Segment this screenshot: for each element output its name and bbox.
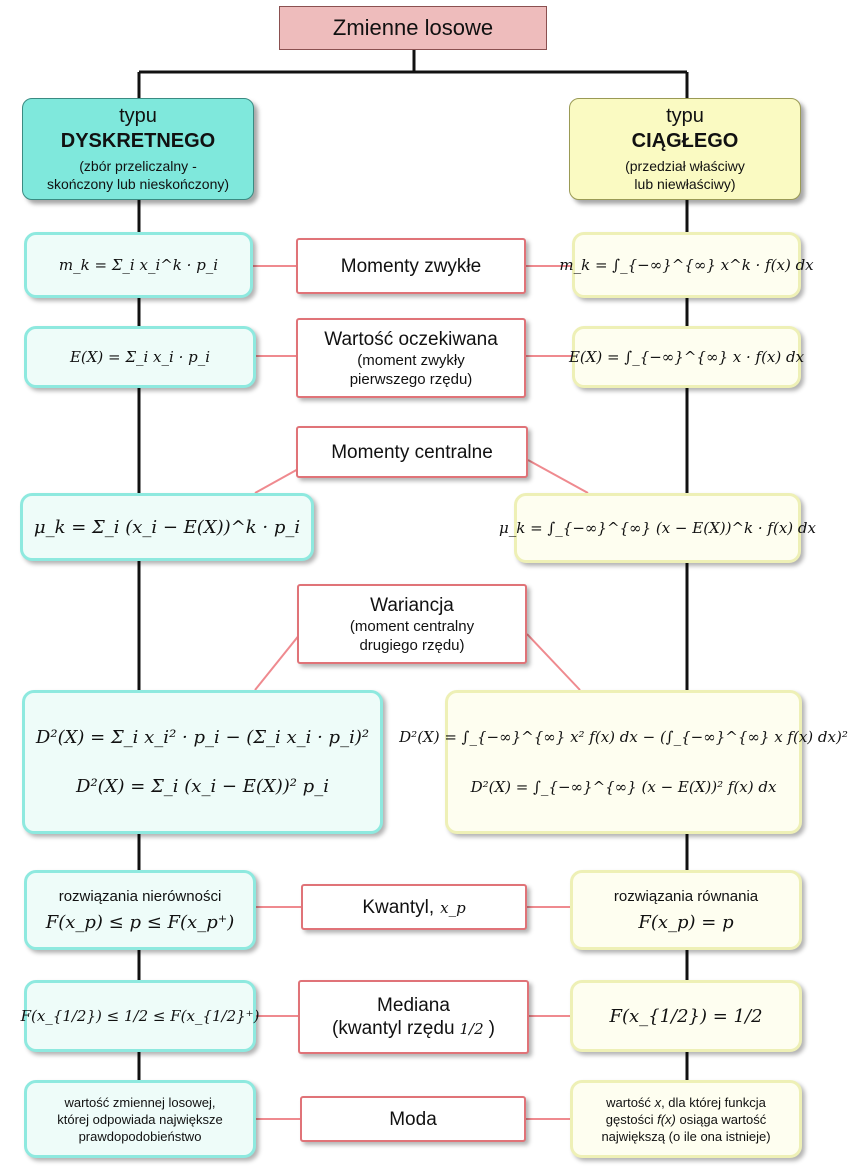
formula: F(x_{1/2}) = 1/2	[609, 1005, 763, 1027]
page-title: Zmienne losowe	[279, 6, 547, 50]
formula: E(X) = Σ_i x_i · p_i	[69, 348, 211, 366]
formula: m_k = Σ_i x_i^k · p_i	[58, 256, 219, 274]
discrete-moments-formula: m_k = Σ_i x_i^k · p_i	[24, 232, 253, 298]
continuous-median-formula: F(x_{1/2}) = 1/2	[570, 980, 802, 1052]
label-sub2: drugiego rzędu)	[359, 636, 465, 654]
mode-discrete-line3: prawdopodobieństwo	[78, 1128, 202, 1144]
mode-discrete-line1: wartość zmiennej losowej,	[64, 1094, 216, 1110]
formula: m_k = ∫_{−∞}^{∞} x^k · f(x) dx	[559, 256, 814, 274]
discrete-header-line1: typu	[119, 105, 157, 127]
continuous-header-line1: typu	[666, 105, 704, 127]
mode-continuous-line1: wartość x, dla której funkcja	[606, 1094, 766, 1111]
label-expected-value: Wartość oczekiwana (moment zwykły pierws…	[296, 318, 526, 398]
mode-c-pre: wartość	[606, 1094, 651, 1110]
page-title-text: Zmienne losowe	[332, 15, 494, 40]
mode-c-pre2: gęstości	[605, 1111, 654, 1127]
label-text: Momenty centralne	[331, 441, 493, 463]
discrete-quantile-formula: rozwiązania nierówności F(x_p) ≤ p ≤ F(x…	[24, 870, 256, 950]
continuous-moments-formula: m_k = ∫_{−∞}^{∞} x^k · f(x) dx	[559, 232, 814, 298]
discrete-header: typu DYSKRETNEGO (zbór przeliczalny - sk…	[22, 98, 254, 200]
label-text: Wariancja	[370, 594, 454, 616]
formula-2: D²(X) = Σ_i (x_i − E(X))² p_i	[76, 776, 329, 797]
label-median: Mediana (kwantyl rzędu 1/2 )	[298, 980, 529, 1054]
mode-continuous-line2: gęstości f(x) osiąga wartość	[606, 1111, 766, 1128]
label-sub: (kwantyl rzędu	[332, 1018, 455, 1039]
formula: μ_k = Σ_i (x_i − E(X))^k · p_i	[33, 516, 301, 538]
discrete-mode-text: wartość zmiennej losowej, której odpowia…	[24, 1080, 256, 1158]
continuous-variance-formula: D²(X) = ∫_{−∞}^{∞} x² f(x) dx − (∫_{−∞}^…	[399, 690, 848, 834]
discrete-central-formula: μ_k = Σ_i (x_i − E(X))^k · p_i	[20, 493, 314, 561]
discrete-header-line4: skończony lub nieskończony)	[46, 176, 230, 192]
label-text: Wartość oczekiwana	[324, 328, 498, 350]
formula-2: D²(X) = ∫_{−∞}^{∞} (x − E(X))² f(x) dx	[470, 778, 777, 796]
label-variance: Wariancja (moment centralny drugiego rzę…	[297, 584, 527, 664]
label-raw-moments: Momenty zwykłe	[296, 238, 526, 294]
formula: E(X) = ∫_{−∞}^{∞} x · f(x) dx	[568, 348, 805, 366]
continuous-header: typu CIĄGŁEGO (przedział właściwy lub ni…	[569, 98, 801, 200]
label-text: Kwantyl,	[362, 896, 435, 918]
discrete-header-line2: DYSKRETNEGO	[60, 130, 216, 152]
label-central-moments: Momenty centralne	[296, 426, 528, 478]
quantile-discrete-text: rozwiązania nierówności	[58, 888, 222, 905]
continuous-quantile-formula: rozwiązania równania F(x_p) = p	[570, 870, 802, 950]
discrete-expected-formula: E(X) = Σ_i x_i · p_i	[24, 326, 256, 388]
label-sub-end: )	[488, 1018, 495, 1039]
label-math: x_p	[440, 898, 466, 917]
discrete-median-formula: F(x_{1/2}) ≤ 1/2 ≤ F(x_{1/2}⁺)	[21, 980, 259, 1052]
continuous-mode-text: wartość x, dla której funkcja gęstości f…	[570, 1080, 802, 1158]
continuous-expected-formula: E(X) = ∫_{−∞}^{∞} x · f(x) dx	[568, 326, 805, 388]
label-text: Moda	[389, 1108, 437, 1130]
mode-continuous-line3: największą (o ile ona istnieje)	[601, 1128, 771, 1144]
formula: μ_k = ∫_{−∞}^{∞} (x − E(X))^k · f(x) dx	[499, 519, 816, 537]
discrete-header-line3: (zbór przeliczalny -	[79, 158, 197, 174]
label-text: Mediana	[377, 995, 450, 1016]
label-sub1: (moment zwykły	[357, 351, 465, 369]
label-mode: Moda	[300, 1096, 526, 1142]
formula-1: D²(X) = ∫_{−∞}^{∞} x² f(x) dx − (∫_{−∞}^…	[399, 728, 848, 746]
discrete-variance-formula: D²(X) = Σ_i x_i² · p_i − (Σ_i x_i · p_i)…	[22, 690, 383, 834]
quantile-continuous-text: rozwiązania równania	[613, 888, 759, 905]
mode-discrete-line2: której odpowiada największe	[57, 1111, 223, 1127]
continuous-header-line4: lub niewłaściwy)	[634, 176, 736, 192]
label-sub-math: 1/2	[459, 1020, 484, 1038]
continuous-header-line3: (przedział właściwy	[625, 158, 745, 174]
mode-c-post: , dla której funkcja	[661, 1094, 766, 1110]
label-quantile: Kwantyl, x_p	[301, 884, 527, 930]
continuous-central-formula: μ_k = ∫_{−∞}^{∞} (x − E(X))^k · f(x) dx	[499, 493, 816, 563]
continuous-header-line2: CIĄGŁEGO	[631, 130, 739, 152]
mode-c-fx: f(x)	[657, 1111, 676, 1127]
mode-c-x: x	[654, 1094, 662, 1110]
label-sub1: (moment centralny	[349, 617, 475, 635]
formula-1: D²(X) = Σ_i x_i² · p_i − (Σ_i x_i · p_i)…	[35, 727, 370, 748]
label-sub2: pierwszego rzędu)	[349, 370, 473, 388]
formula: F(x_{1/2}) ≤ 1/2 ≤ F(x_{1/2}⁺)	[20, 1007, 260, 1025]
mode-c-post2: osiąga wartość	[679, 1111, 767, 1127]
formula: F(x_p) ≤ p ≤ F(x_p⁺)	[45, 912, 235, 933]
formula: F(x_p) = p	[638, 912, 734, 933]
label-text: Momenty zwykłe	[340, 255, 482, 277]
